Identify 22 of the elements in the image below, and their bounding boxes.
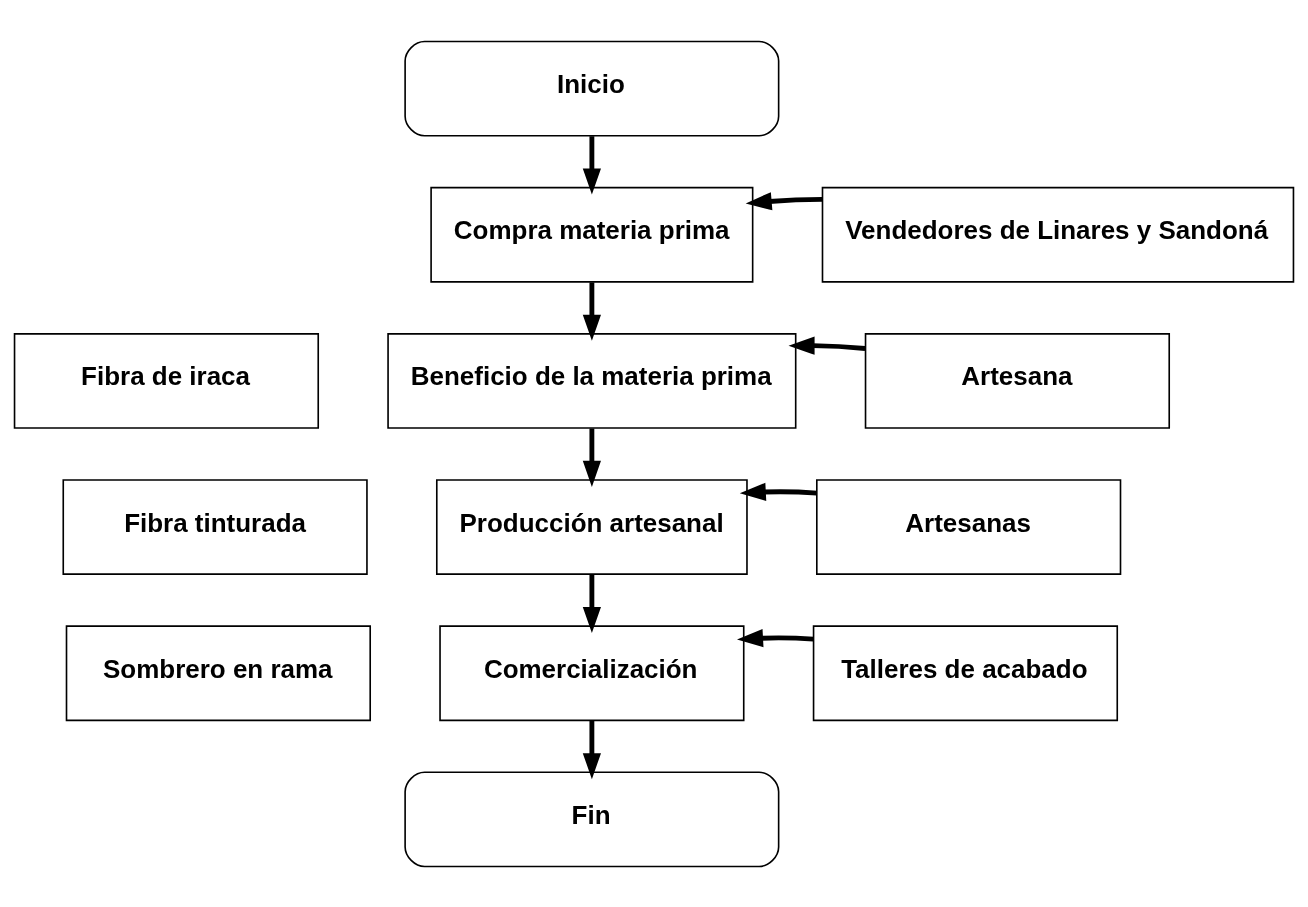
arrow — [739, 482, 817, 501]
arrow — [582, 135, 601, 195]
node-box: Comercialización — [439, 624, 745, 721]
arrow — [582, 720, 601, 779]
arrow — [737, 628, 814, 647]
node-box: Artesanas — [816, 478, 1122, 575]
node-box: Artesana — [864, 332, 1171, 429]
arrow — [582, 574, 601, 633]
arrow — [582, 281, 601, 341]
node-box: Compra materia prima — [430, 186, 754, 283]
arrow — [582, 428, 601, 487]
node-box: Beneficio de la materia prima — [387, 332, 797, 429]
arrow — [745, 191, 823, 210]
node-box: Producción artesanal — [436, 478, 748, 575]
node-box: Fibra tinturada — [62, 478, 368, 575]
arrow — [788, 336, 866, 355]
node-box: Vendedores de Linares y Sandoná — [821, 186, 1295, 283]
node-box: Sombrero en rama — [65, 624, 371, 721]
node-box: Fibra de iraca — [13, 332, 320, 429]
node-box: Fin — [404, 771, 780, 867]
node-box: Talleres de acabado — [812, 624, 1119, 721]
node-box: Inicio — [404, 40, 780, 136]
